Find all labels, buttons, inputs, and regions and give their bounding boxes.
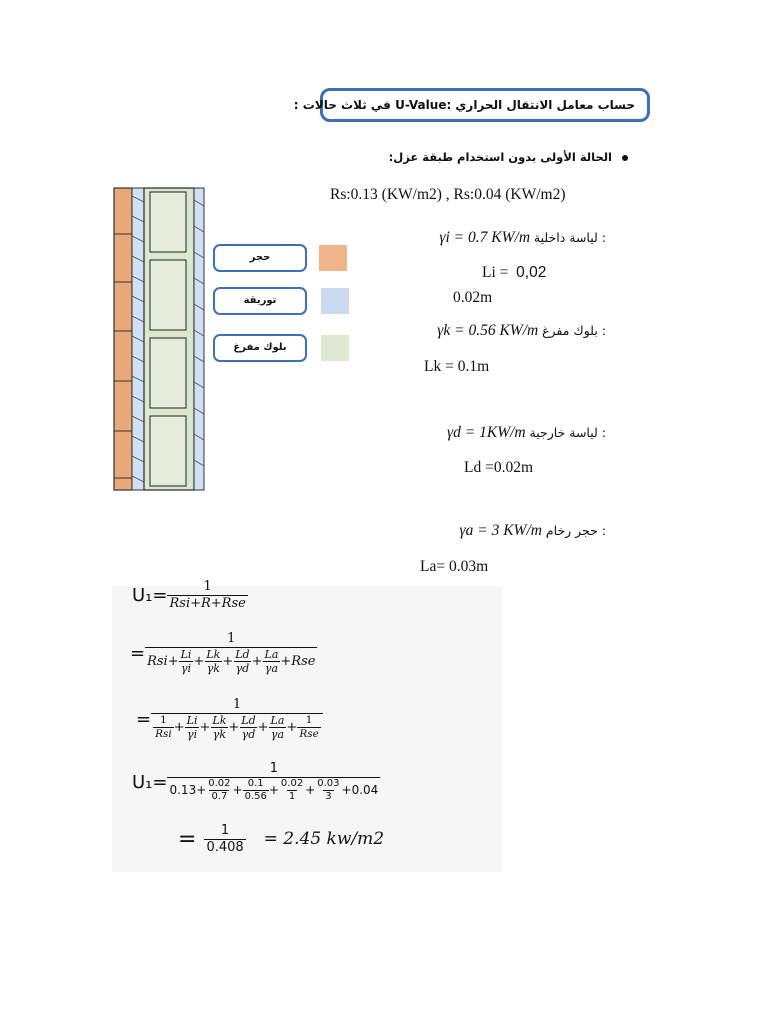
lk-line: Lk = 0.1m bbox=[424, 358, 490, 375]
la-line: La= 0.03m bbox=[420, 558, 489, 575]
legend-stone-label: حجر bbox=[213, 244, 307, 272]
rs-line: Rs:0.13 (KW/m2) , Rs:0.04 (KW/m2) bbox=[330, 186, 566, 203]
case1-heading: الحالة الأولى بدون استخدام طبقة عزل: bbox=[389, 150, 628, 164]
legend-stone-swatch bbox=[319, 245, 347, 271]
block-line: γk = 0.56 KW/m بلوك مفرغ : bbox=[437, 322, 606, 339]
marble-line: γa = 3 KW/m حجر رخام : bbox=[459, 522, 607, 539]
formula-line-5: = 1 0.408 = 2.45 kw/m2 bbox=[178, 823, 385, 855]
ld-line: Ld =0.02m bbox=[464, 459, 534, 476]
formula-line-1: U₁= 1 Rsi+R+Rse bbox=[132, 579, 248, 611]
li-m: 0.02m bbox=[453, 289, 493, 306]
title-text: حساب معامل الانتقال الحراري :U-Value في … bbox=[293, 98, 635, 112]
bullet-icon bbox=[622, 154, 628, 161]
inner-plaster-line: γi = 0.7 KW/m لياسة داخلية : bbox=[439, 229, 606, 246]
outer-plaster-line: γd = 1KW/m لياسة خارجية : bbox=[447, 424, 606, 441]
legend-block-swatch bbox=[321, 335, 349, 361]
result-value: = 2.45 kw/m2 bbox=[263, 829, 385, 850]
li-line: Li = 0,02 bbox=[482, 264, 547, 281]
title-box: حساب معامل الانتقال الحراري :U-Value في … bbox=[294, 88, 650, 122]
legend-plaster-label: توريقة bbox=[213, 287, 307, 315]
legend-block-label: بلوك مفرغ bbox=[213, 334, 307, 362]
wall-section-illustration bbox=[113, 187, 205, 491]
formula-panel bbox=[112, 586, 502, 872]
legend-plaster-swatch bbox=[321, 288, 349, 314]
